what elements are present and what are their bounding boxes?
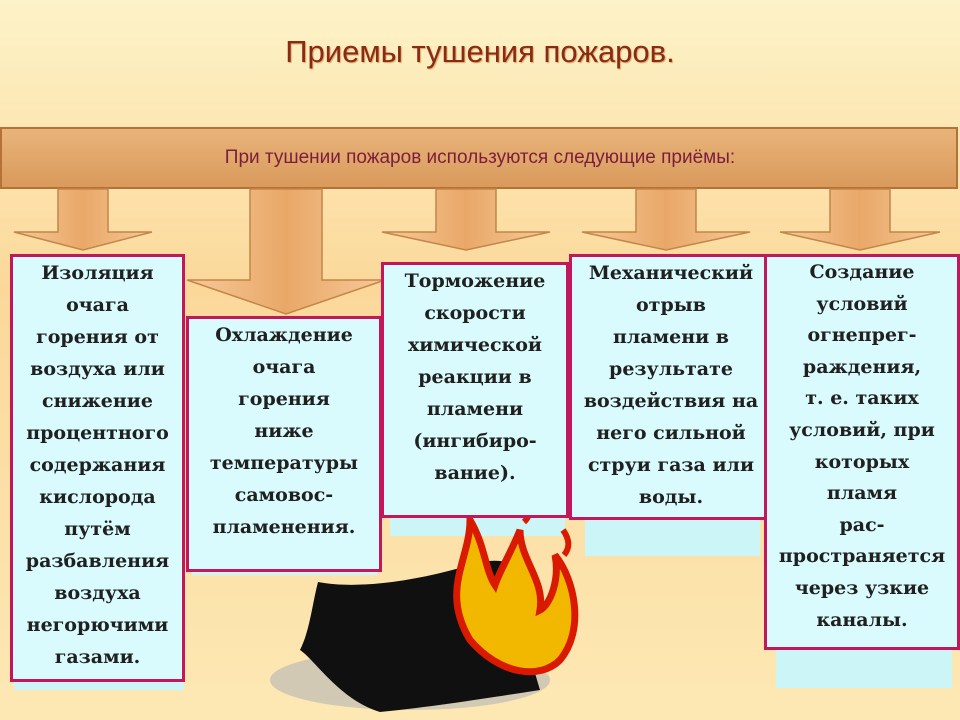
arrow-down-icon [13, 188, 153, 251]
banner-bar [0, 127, 958, 189]
method-box-isolation: Изоляция очага горения от воздуха или сн… [10, 254, 185, 682]
method-box-flame-arrest: Создание условий огнепрег- раждения, т. … [764, 254, 960, 650]
arrow-down-icon [381, 188, 551, 251]
arrow-down-icon [186, 188, 386, 315]
method-box-mechanical: Механический отрыв пламени в результате … [569, 254, 773, 520]
method-box-inhibition: Торможение скорости химической реакции в… [381, 262, 569, 518]
page-title: Приемы тушения пожаров. [285, 34, 675, 69]
arrow-down-icon [581, 188, 751, 251]
banner-text: При тушении пожаров используются следующ… [224, 147, 736, 168]
flame-icon [453, 507, 579, 676]
arrow-down-icon [779, 188, 941, 251]
method-box-cooling: Охлаждение очага горения ниже температур… [186, 316, 382, 572]
